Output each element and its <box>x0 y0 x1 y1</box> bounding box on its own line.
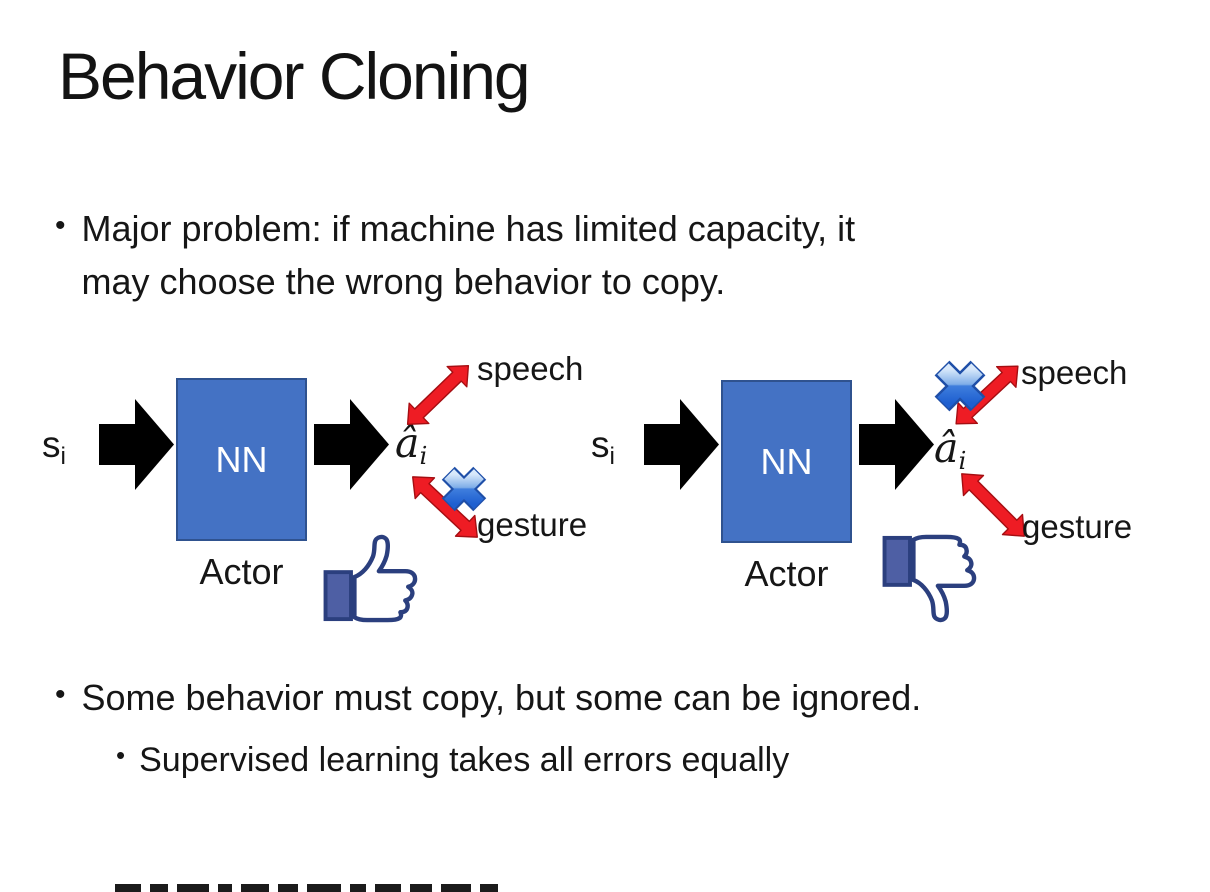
clipped-bottom-text-fragment <box>115 884 507 892</box>
nn-label: NN <box>760 440 813 482</box>
bullet-major-problem-line2: may choose the wrong behavior to copy. <box>81 260 726 302</box>
nn-box: NN <box>176 378 307 541</box>
speech-label: speech <box>477 350 584 387</box>
thumbs-up-icon <box>321 532 425 624</box>
bullet-icon: • <box>55 678 66 711</box>
nn-label: NN <box>215 438 268 480</box>
gesture-label: gesture <box>477 506 588 543</box>
gesture-label: gesture <box>1022 508 1133 545</box>
slide-title: Behavior Cloning <box>58 39 531 113</box>
right-arrow-icon <box>859 399 934 490</box>
bullet-supervised-learning-text: Supervised learning takes all errors equ… <box>139 741 790 779</box>
action-output-label: âi <box>395 419 428 470</box>
nn-box: NN <box>721 380 852 543</box>
blue-cross-icon <box>928 354 992 418</box>
speech-label: speech <box>1021 354 1128 391</box>
action-output-label: âi <box>934 424 967 475</box>
bullet-icon: • <box>55 209 66 242</box>
thumbs-down-icon <box>880 533 984 625</box>
state-input-label: si <box>42 424 66 470</box>
actor-label: Actor <box>744 553 829 594</box>
red-double-arrow-icon <box>397 354 479 436</box>
bullet-major-problem: • Major problem: if machine has limited … <box>55 203 855 308</box>
state-input-label: si <box>591 424 615 470</box>
bullet-supervised-learning: • Supervised learning takes all errors e… <box>116 736 789 786</box>
bullet-major-problem-line1: Major problem: if machine has limited ca… <box>81 208 856 249</box>
bullet-some-behavior-text: Some behavior must copy, but some can be… <box>81 677 922 718</box>
right-arrow-icon <box>314 399 389 490</box>
bullet-some-behavior: • Some behavior must copy, but some can … <box>55 672 921 725</box>
bullet-icon: • <box>116 740 126 770</box>
right-arrow-icon <box>99 399 174 490</box>
right-arrow-icon <box>644 399 719 490</box>
actor-label: Actor <box>199 551 284 592</box>
